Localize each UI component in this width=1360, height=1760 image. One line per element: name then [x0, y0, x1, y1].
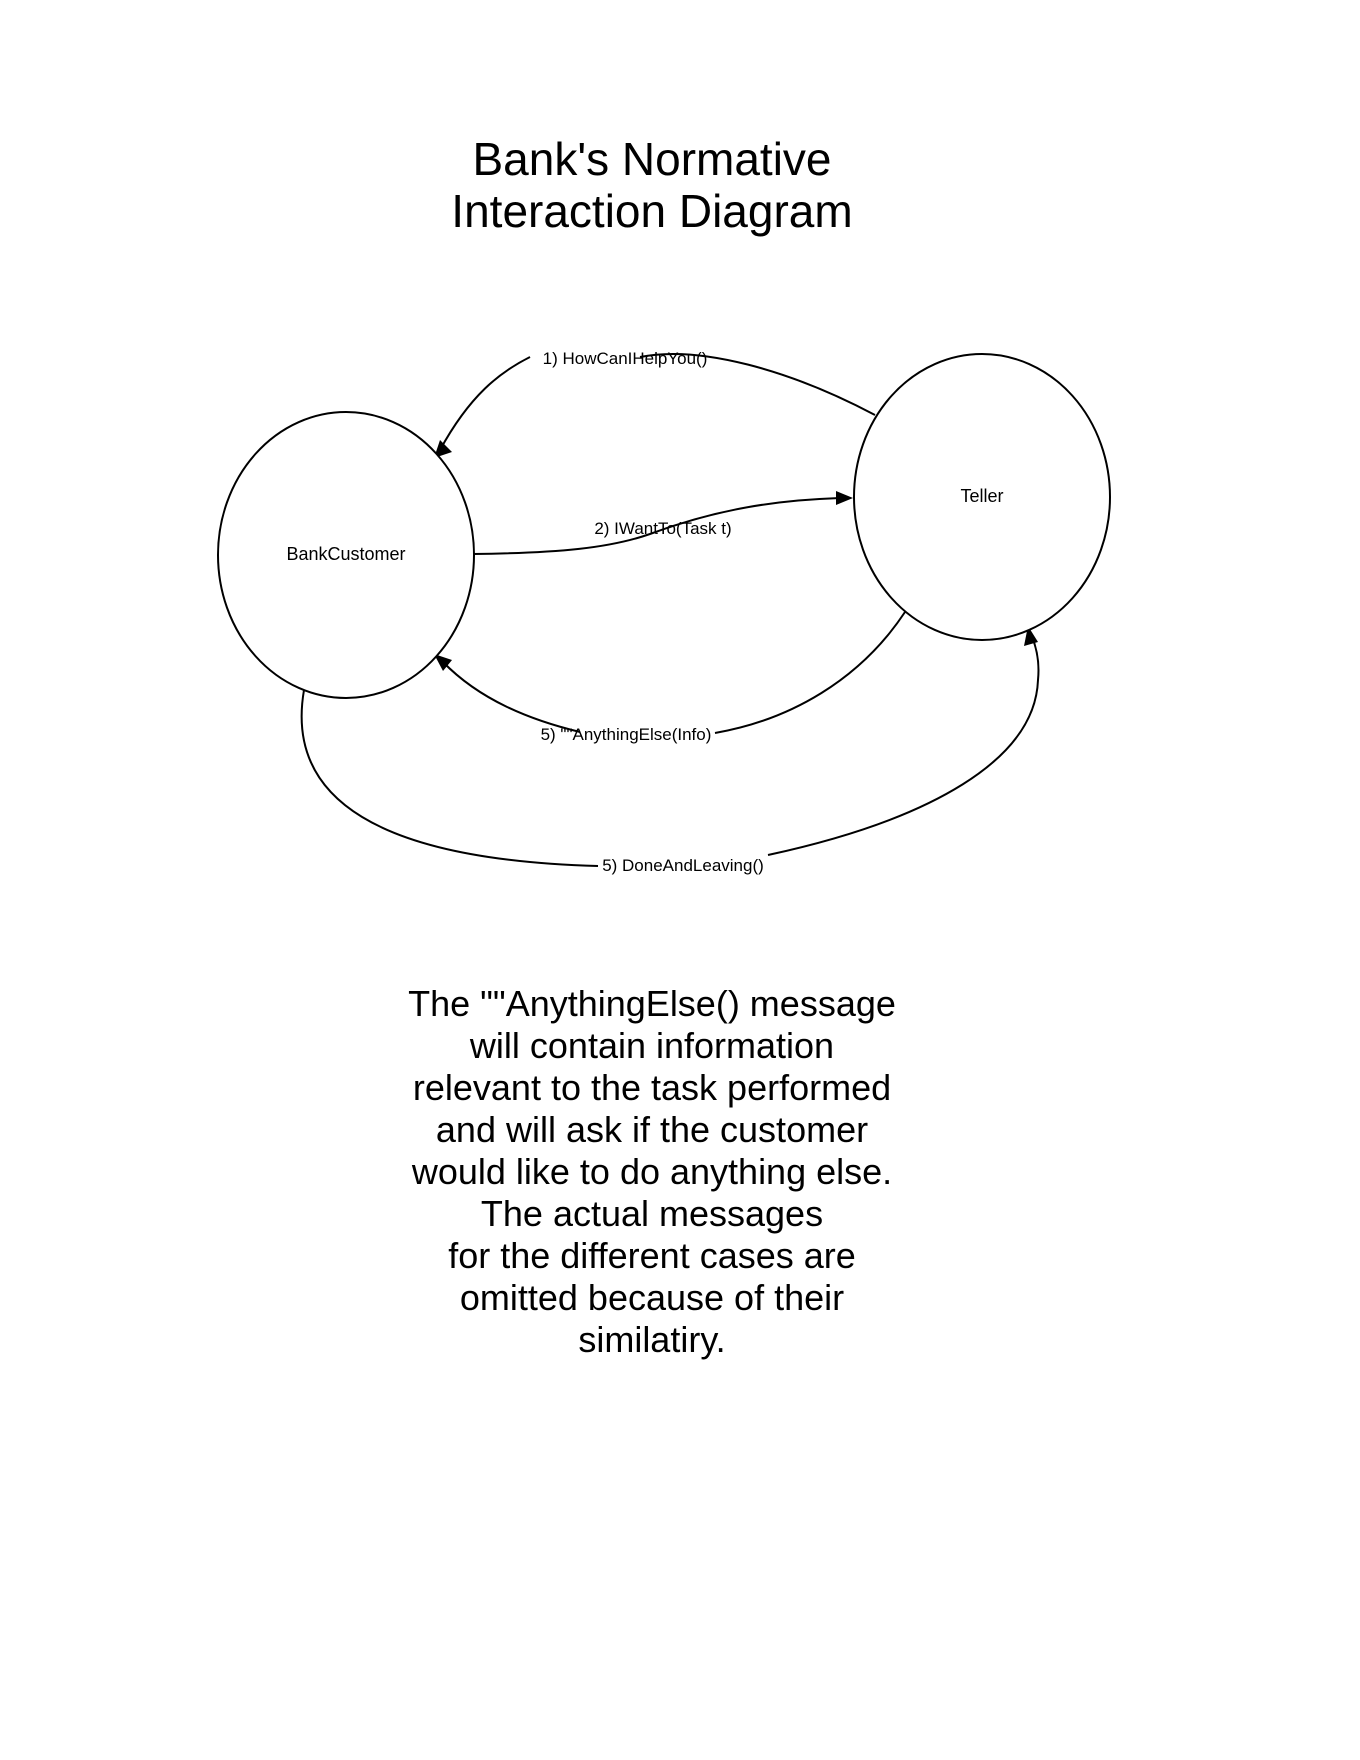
edge-anything-else: [714, 611, 906, 734]
note-line-8: omitted because of their: [460, 1277, 844, 1318]
note-line-9: similatiry.: [578, 1319, 725, 1360]
bank-customer-label: BankCustomer: [286, 544, 405, 564]
note-line-3: relevant to the task performed: [413, 1067, 891, 1108]
note-line-5: would like to do anything else.: [411, 1151, 892, 1192]
note-line-1: The ""AnythingElse() message: [408, 983, 896, 1024]
teller-node: [853, 353, 1111, 641]
edge-done-and-leaving-right: [767, 631, 1040, 856]
edge-label-how-can-i-help: 1) HowCanIHelpYou(): [543, 349, 708, 368]
arrow-head-i-want-to: [836, 491, 853, 505]
edge-how-can-i-help-lower: [439, 356, 531, 451]
edge-anything-else-lower: [442, 661, 581, 733]
edge-done-and-leaving: [300, 689, 599, 867]
note-line-6: The actual messages: [481, 1193, 823, 1234]
note-line-2: will contain information: [469, 1025, 834, 1066]
edge-how-can-i-help: [639, 353, 876, 416]
bank-customer-node: [217, 411, 475, 699]
edge-i-want-to: [472, 497, 841, 555]
diagram-title-line-1: Bank's Normative: [472, 133, 831, 185]
diagram-title-line-2: Interaction Diagram: [451, 185, 852, 237]
edge-label-done-and-leaving: 5) DoneAndLeaving(): [602, 856, 764, 875]
arrow-head-anything-else: [434, 654, 452, 671]
note-line-7: for the different cases are: [448, 1235, 856, 1276]
edge-label-anything-else: 5) ""AnythingElse(Info): [541, 725, 712, 744]
edge-label-i-want-to: 2) IWantTo(Task t): [594, 519, 731, 538]
teller-label: Teller: [960, 486, 1003, 506]
arrow-head-how-can-i-help: [434, 440, 452, 458]
note-line-4: and will ask if the customer: [436, 1109, 868, 1150]
